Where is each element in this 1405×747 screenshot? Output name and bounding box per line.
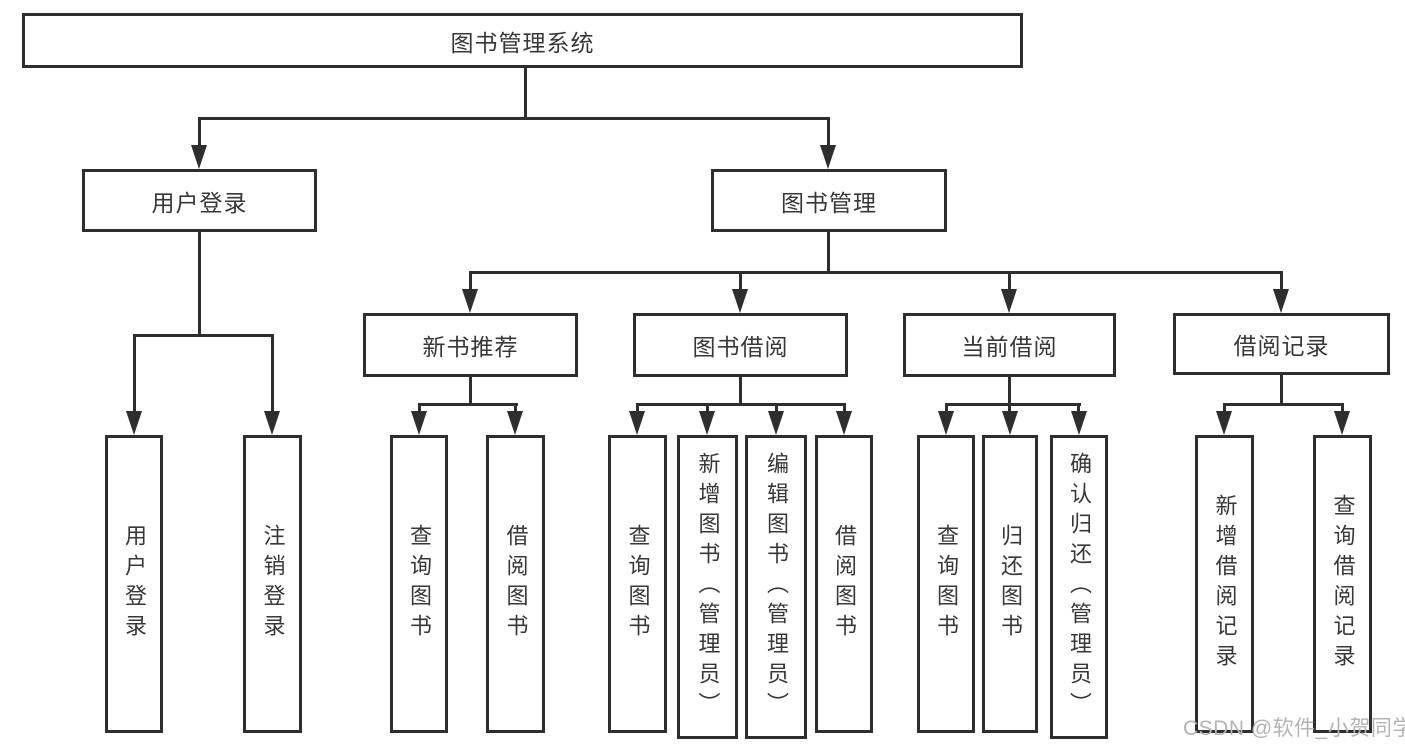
leaf-logout: 注销登录 <box>243 435 302 733</box>
connector-line <box>945 403 1081 406</box>
connector-line <box>1341 403 1344 413</box>
leaf-query-books-3: 查询图书 <box>917 435 975 733</box>
connector-line <box>418 403 518 406</box>
connector-line <box>739 271 742 290</box>
connector-line <box>827 232 830 274</box>
leaf-borrow-books-1: 借阅图书 <box>486 435 545 733</box>
arrow-down-icon <box>768 411 784 435</box>
arrow-down-icon <box>264 411 280 435</box>
node-root: 图书管理系统 <box>22 13 1023 68</box>
arrow-down-icon <box>732 289 748 313</box>
leaf-return-book: 归还图书 <box>982 435 1038 733</box>
arrow-down-icon <box>836 411 852 435</box>
leaf-query-borrow-record: 查询借阅记录 <box>1313 435 1372 733</box>
connector-line <box>469 377 472 406</box>
arrow-down-icon <box>938 411 954 435</box>
connector-line <box>1280 271 1283 290</box>
connector-line <box>1223 403 1226 413</box>
leaf-confirm-return-admin: 确认归还（管理员） <box>1050 435 1108 739</box>
arrow-down-icon <box>411 411 427 435</box>
connector-line <box>706 403 709 413</box>
csdn-watermark: CSDN @软件_小贺同学 <box>1183 717 1405 740</box>
leaf-add-borrow-record: 新增借阅记录 <box>1195 435 1254 733</box>
connector-line <box>198 117 828 120</box>
connector-line <box>775 403 778 413</box>
arrow-down-icon <box>1001 289 1017 313</box>
connector-line <box>945 403 948 413</box>
arrow-down-icon <box>1216 411 1232 435</box>
connector-line <box>843 403 846 413</box>
connector-line <box>133 334 136 412</box>
arrow-down-icon <box>1071 411 1087 435</box>
connector-line <box>418 403 421 413</box>
connector-line <box>636 403 846 406</box>
leaf-borrow-books-2: 借阅图书 <box>815 435 873 733</box>
connector-line <box>198 117 201 146</box>
node-user-login: 用户登录 <box>82 169 317 232</box>
connector-line <box>524 68 527 118</box>
leaf-add-book-admin: 新增图书（管理员） <box>677 435 738 739</box>
arrow-down-icon <box>126 411 142 435</box>
leaf-query-books-2: 查询图书 <box>608 435 667 733</box>
node-book-borrow: 图书借阅 <box>633 313 848 377</box>
arrow-down-icon <box>507 411 523 435</box>
connector-line <box>133 334 274 337</box>
connector-line <box>739 377 742 406</box>
connector-line <box>1223 403 1344 406</box>
connector-line <box>1008 271 1011 290</box>
leaf-user-login: 用户登录 <box>105 435 163 733</box>
arrow-down-icon <box>699 411 715 435</box>
connector-line <box>514 403 517 413</box>
arrow-down-icon <box>629 411 645 435</box>
leaf-edit-book-admin: 编辑图书（管理员） <box>745 435 807 739</box>
leaf-query-books-1: 查询图书 <box>390 435 448 733</box>
arrow-down-icon <box>462 289 478 313</box>
connector-line <box>198 232 201 337</box>
arrow-down-icon <box>1273 289 1289 313</box>
connector-line <box>1077 403 1080 413</box>
arrow-down-icon <box>1002 411 1018 435</box>
node-new-book-recommend: 新书推荐 <box>363 313 578 377</box>
node-book-management: 图书管理 <box>711 169 947 232</box>
connector-line <box>1008 377 1011 406</box>
connector-line <box>469 271 472 290</box>
arrow-down-icon <box>191 145 207 169</box>
connector-line <box>1280 375 1283 406</box>
connector-line <box>271 334 274 412</box>
arrow-down-icon <box>1334 411 1350 435</box>
connector-line <box>469 271 1283 274</box>
node-borrow-records: 借阅记录 <box>1173 313 1390 375</box>
connector-line <box>827 117 830 146</box>
node-current-borrow: 当前借阅 <box>903 313 1116 377</box>
connector-line <box>1008 403 1011 413</box>
connector-line <box>636 403 639 413</box>
arrow-down-icon <box>820 145 836 169</box>
